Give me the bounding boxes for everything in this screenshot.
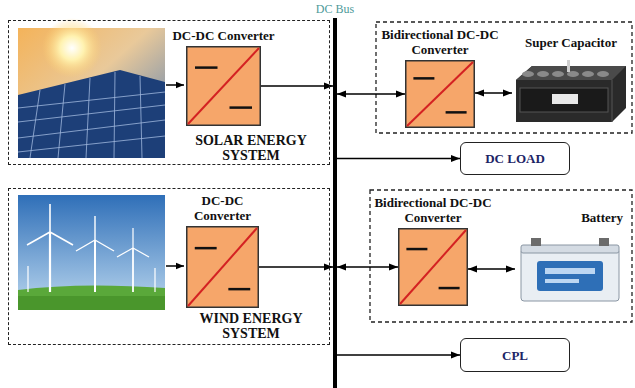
text-slot: Super Capacitor [512, 35, 630, 50]
text-slot: Bidirectional DC-DC Converter [368, 195, 498, 225]
dashed-group [376, 22, 632, 133]
load-box: DC LOAD [460, 142, 570, 175]
energy-system-group: SOLAR ENERGY SYSTEM DC-DC Converter [8, 20, 330, 165]
connector-arrow [337, 266, 398, 268]
super-capacitor-picture [512, 58, 630, 126]
converter-symbol [186, 46, 261, 126]
dc-dc-converter: DC-DC Converter [186, 226, 259, 308]
bidirectional-converter: Bidirectional DC-DC Converter [405, 60, 475, 128]
text-slot: DC-DC Converter [183, 193, 263, 223]
load-box: CPL [460, 338, 570, 372]
dc-dc-converter: DC-DC Converter [186, 46, 261, 126]
energy-system-group: WIND ENERGY SYSTEMDC-DC Converter [8, 188, 330, 345]
node-heading: Battery [543, 210, 623, 225]
connector-arrow [468, 268, 515, 270]
connector-arrow [261, 85, 333, 87]
text-slot: Bidirectional DC-DC Converter [375, 27, 505, 57]
converter-symbol [405, 60, 475, 128]
box-label: CPL [502, 348, 528, 363]
converter-symbol [186, 226, 259, 308]
battery-picture [515, 235, 625, 303]
bidirectional-converter: Bidirectional DC-DC Converter [398, 228, 468, 306]
text-slot: Battery [543, 210, 623, 225]
text-slot: DC Bus [305, 2, 365, 17]
connector-arrow [337, 93, 405, 95]
connector-arrow [259, 266, 333, 268]
connector-arrow [337, 354, 460, 356]
node-heading: Super Capacitor [512, 35, 630, 50]
connector-arrow [475, 92, 512, 94]
node-heading: DC-DC Converter [183, 193, 263, 223]
super-capacitor: Super Capacitor [512, 58, 630, 126]
wind-turbine-photo [18, 195, 165, 310]
converter-symbol [398, 228, 468, 306]
solar-panel-photo [18, 18, 165, 158]
connector-arrow [337, 158, 460, 160]
box-label: DC LOAD [485, 151, 545, 166]
node-heading: SOLAR ENERGY SYSTEM [181, 133, 321, 163]
dc-bus: DC Bus [333, 18, 337, 388]
text-slot: SOLAR ENERGY SYSTEM [181, 133, 321, 163]
node-heading: Bidirectional DC-DC Converter [368, 195, 498, 225]
battery: Battery [515, 235, 625, 303]
text-slot: WIND ENERGY SYSTEM [181, 311, 321, 341]
node-heading: WIND ENERGY SYSTEM [181, 311, 321, 341]
input-arrow [166, 265, 184, 267]
node-heading: DC-DC Converter [149, 28, 299, 43]
input-arrow [166, 84, 184, 86]
text-slot: DC-DC Converter [149, 28, 299, 43]
node-heading: DC Bus [305, 2, 365, 17]
node-heading: Bidirectional DC-DC Converter [375, 27, 505, 57]
